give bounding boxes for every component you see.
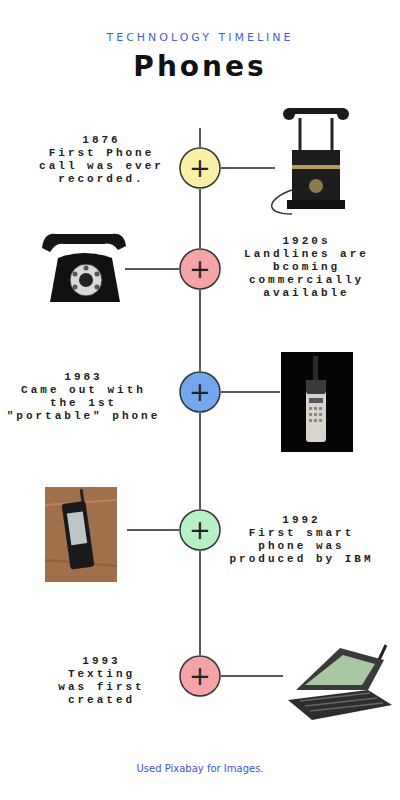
dial-hole (84, 266, 89, 271)
event-text: First smart phone was produced by IBM (225, 527, 375, 566)
gold-band (292, 165, 340, 169)
year-label: 1992 (225, 514, 375, 527)
circle-shape (180, 148, 220, 188)
year-label: 1920s (235, 235, 375, 248)
leader-line (221, 167, 275, 169)
year-label: 1876 (30, 134, 170, 147)
timeline-circle: + (179, 371, 221, 413)
rotary-dial (70, 264, 102, 296)
dial-center (79, 273, 93, 287)
phone-body (306, 380, 326, 442)
dial-hole (95, 285, 100, 290)
timeline-connector (199, 290, 201, 371)
timeline-circle: + (179, 248, 221, 290)
circle-shape (180, 249, 220, 289)
key (309, 413, 312, 416)
circle-shape (180, 656, 220, 696)
wood-background (45, 487, 117, 582)
antique-phone (272, 108, 349, 214)
circle-content: + (179, 147, 221, 189)
circle-shape (180, 372, 220, 412)
plus-symbol: + (189, 379, 211, 405)
event-text: Came out with the 1st "portable" phone (3, 384, 161, 423)
phone-body (62, 501, 95, 570)
ibm-smartphone (45, 487, 117, 582)
rotary-phone (42, 234, 126, 302)
timeline-connector (199, 189, 201, 248)
phone-screen (305, 655, 375, 685)
year-label: 1993 (52, 655, 148, 668)
circle-shape (180, 510, 220, 550)
mouthpiece (337, 108, 349, 120)
brick-phone (281, 352, 353, 452)
antenna (80, 489, 85, 503)
key (309, 419, 312, 422)
cradle-post (331, 118, 334, 150)
communicator-phone (288, 645, 392, 720)
key (314, 413, 317, 416)
key (319, 413, 322, 416)
circle-content: + (179, 509, 221, 551)
phone-device (60, 489, 95, 570)
earpiece (283, 108, 295, 120)
phone-display (309, 398, 323, 403)
leader-line (125, 268, 179, 270)
plus-symbol: + (189, 517, 211, 543)
dial-hole (95, 272, 100, 277)
plus-symbol: + (189, 663, 211, 689)
timeline-circle: + (179, 509, 221, 551)
handset (288, 108, 344, 114)
plus-symbol: + (189, 256, 211, 282)
caption: Used Pixabay for Images. (0, 762, 400, 775)
plus-symbol: + (189, 155, 211, 181)
cradle-post (299, 118, 302, 150)
event-text: First Phone call was ever recorded. (30, 147, 170, 186)
keyboard-row (310, 703, 383, 711)
key (319, 407, 322, 410)
phone-cord (272, 190, 292, 214)
subtitle: TECHNOLOGY TIMELINE (40, 31, 360, 45)
photo-background (281, 352, 353, 452)
circle-content: + (179, 248, 221, 290)
dial-hole (73, 272, 78, 277)
timeline-circle: + (179, 147, 221, 189)
antenna (313, 356, 318, 382)
diagram-title: Phones (0, 50, 400, 84)
event-text: Texting was first created (52, 668, 148, 707)
dial-hole (73, 285, 78, 290)
circle-content: + (179, 371, 221, 413)
key (309, 407, 312, 410)
phone-plinth (287, 200, 345, 209)
phone-base (288, 690, 392, 720)
phone-body (292, 150, 340, 202)
leader-line (221, 391, 280, 393)
phone-top (306, 380, 326, 394)
phone-screen (67, 511, 87, 545)
timeline-stub (199, 128, 201, 147)
timeline-connector (199, 551, 201, 655)
leader-line (221, 675, 283, 677)
leader-line (127, 529, 179, 531)
year-label: 1983 (3, 371, 161, 384)
circle-content: + (179, 655, 221, 697)
phone-lid (296, 648, 384, 690)
key (314, 419, 317, 422)
timeline-connector (199, 413, 201, 509)
phone-body (50, 253, 120, 302)
gold-badge (309, 179, 323, 193)
handset (42, 234, 126, 252)
key (319, 419, 322, 422)
event-text: Landlines are bcoming commercially avail… (235, 248, 375, 300)
key (314, 407, 317, 410)
timeline-circle: + (179, 655, 221, 697)
